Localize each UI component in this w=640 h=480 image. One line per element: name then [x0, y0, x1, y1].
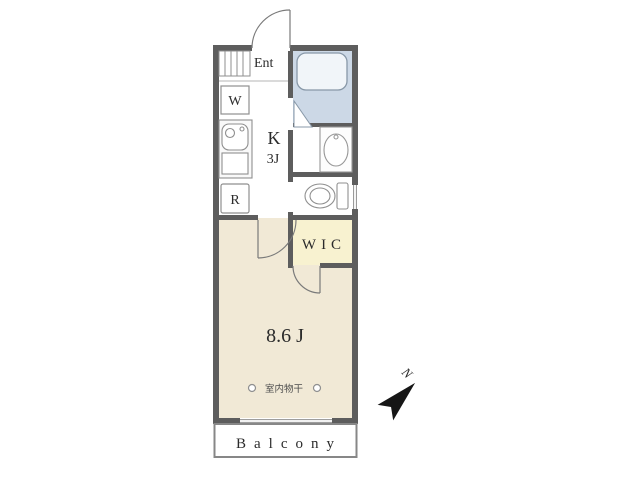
- vanity-sink-icon: [319, 126, 353, 173]
- entrance-door-arc-icon: [251, 9, 291, 49]
- compass-north-arrow-icon: [377, 382, 416, 421]
- balcony-outline: [213, 423, 358, 458]
- wall-corridor-bath-upper: [288, 51, 293, 98]
- laundry-pole-end: [247, 383, 257, 393]
- entrance-label: Ent: [254, 56, 274, 71]
- entrance-door-arc: [251, 9, 291, 49]
- vanity-faucet-icon: [333, 134, 339, 140]
- wall-bath-vanity: [293, 123, 352, 127]
- window-balcony-gap: [240, 418, 332, 424]
- shoe-cabinet-icon: [218, 50, 251, 77]
- kitchen-faucet-icon: [239, 126, 245, 132]
- wic-door-arc: [292, 265, 321, 294]
- wall-wic-left: [288, 220, 293, 268]
- wall-right: [352, 45, 358, 424]
- window-balcony: [240, 418, 332, 424]
- wic-floor: [293, 220, 355, 265]
- toilet-icon: [304, 182, 349, 210]
- wic-door-arc-icon: [292, 265, 321, 294]
- wall-vanity-toilet: [293, 172, 352, 177]
- kitchen-label: K: [268, 128, 281, 148]
- bath-door-triangle-icon: [293, 99, 313, 128]
- kitchen-burner-icon: [224, 127, 236, 139]
- indoor-laundry-label: 室内物干: [265, 383, 303, 395]
- wall-left: [213, 45, 219, 424]
- toilet-tank: [336, 182, 349, 210]
- fridge-label: R: [230, 193, 240, 208]
- kitchen-size-label: 3J: [267, 152, 280, 167]
- kitchen-counter-icon: [218, 119, 253, 179]
- wall-room-top-right: [288, 215, 358, 220]
- wall-wic-corner: [288, 263, 293, 268]
- wall-wic-bottom: [320, 263, 358, 268]
- wic-label: WIC: [302, 237, 346, 253]
- stove-icon: [221, 152, 249, 175]
- shoe-cabinet-box: [218, 50, 251, 77]
- washing-machine-icon: [220, 85, 250, 115]
- main-room-door-arc: [257, 219, 297, 259]
- vanity-basin: [323, 133, 349, 167]
- wall-room-top-left: [213, 215, 258, 220]
- compass-north-label: N: [398, 364, 416, 382]
- balcony-label: Balcony: [236, 436, 342, 452]
- washer-label: W: [228, 94, 242, 109]
- wall-top-right: [290, 45, 358, 51]
- compass-arrow: [377, 382, 416, 421]
- bathtub-icon: [296, 52, 348, 91]
- window-toilet: [352, 185, 358, 209]
- main-room-size-label: 8.6 J: [266, 325, 304, 347]
- laundry-pole-ends: [247, 383, 322, 393]
- laundry-pole-end: [312, 383, 322, 393]
- main-room-door-arc-icon: [257, 219, 297, 259]
- refrigerator-icon: [220, 183, 250, 214]
- wall-corridor-bath-mid: [288, 130, 293, 182]
- window-toilet-gap: [352, 185, 358, 209]
- toilet-seat: [309, 187, 331, 205]
- wall-top-left: [213, 45, 252, 51]
